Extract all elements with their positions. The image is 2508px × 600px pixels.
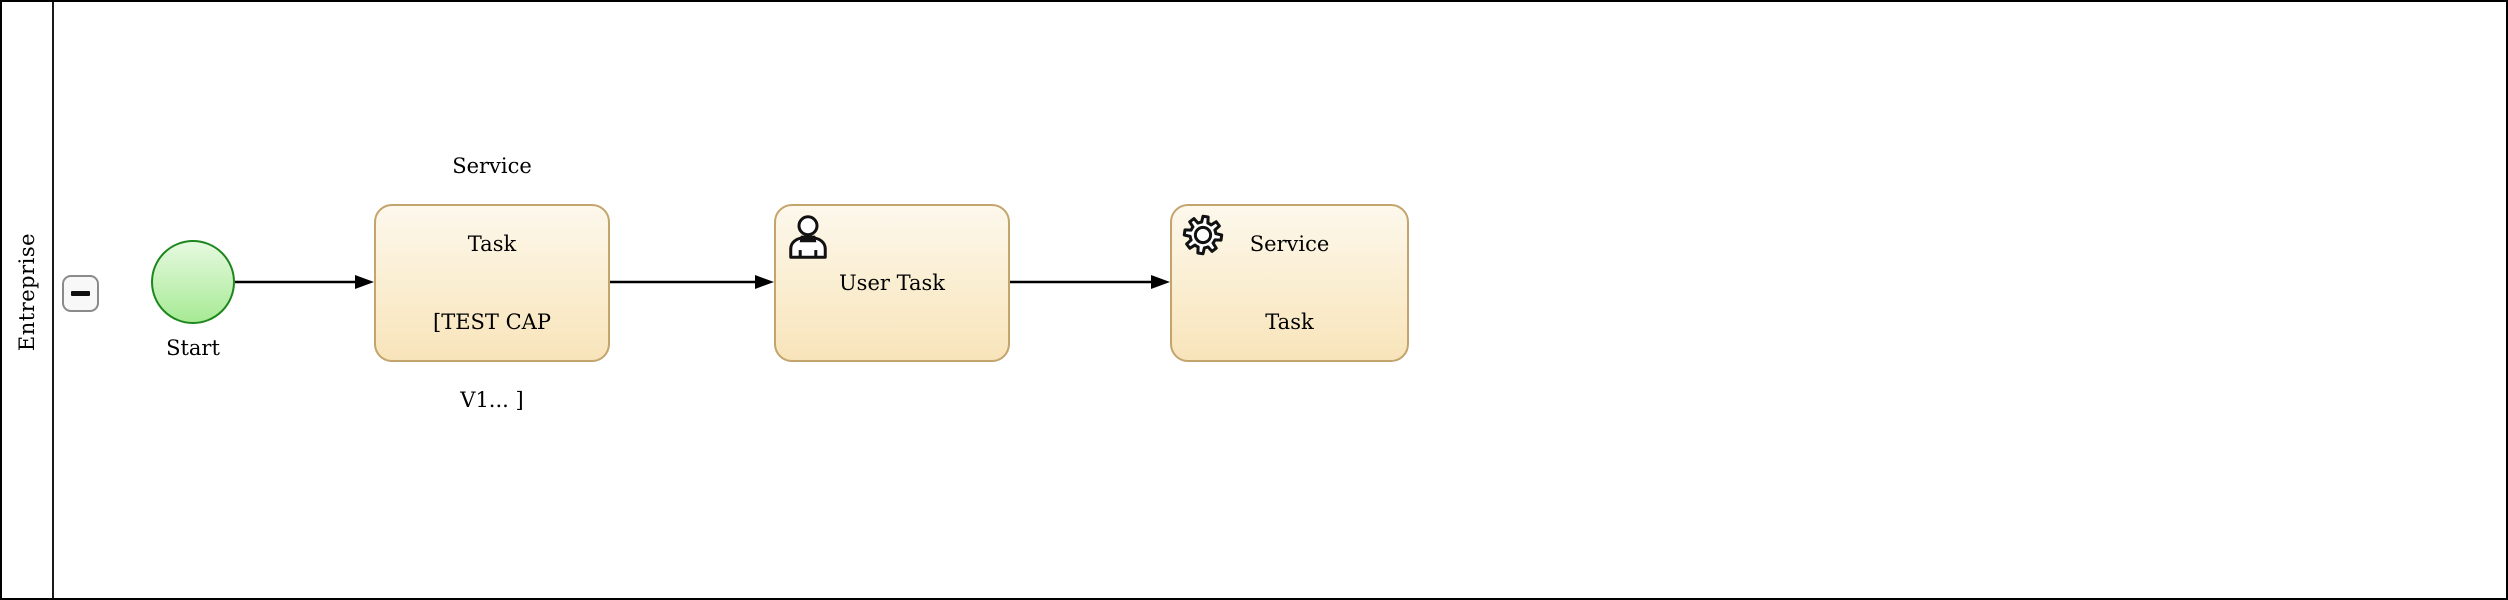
pool-label: Entreprise — [15, 232, 40, 352]
pool-header-entreprise[interactable]: Entreprise — [2, 2, 54, 598]
minus-icon — [71, 290, 90, 297]
pool-collapse-button[interactable] — [62, 275, 99, 312]
service-task-1[interactable]: Service Task [TEST CAP V1... ] — [374, 154, 610, 412]
user-icon — [789, 215, 827, 259]
service-task-2-label: Service Task — [1249, 232, 1330, 334]
service-task-1-label: Service Task [TEST CAP V1... ] — [433, 154, 551, 412]
gear-icon — [1182, 214, 1224, 256]
start-event[interactable] — [151, 240, 235, 324]
sequence-flow-1[interactable] — [235, 275, 374, 289]
sequence-flow-3[interactable] — [1010, 275, 1170, 289]
user-task-label: User Task — [838, 271, 945, 295]
user-task[interactable]: User Task — [774, 204, 1010, 362]
start-event-label: Start — [166, 336, 220, 360]
service-task-2[interactable]: Service Task — [1170, 204, 1409, 362]
sequence-flow-2[interactable] — [610, 275, 774, 289]
